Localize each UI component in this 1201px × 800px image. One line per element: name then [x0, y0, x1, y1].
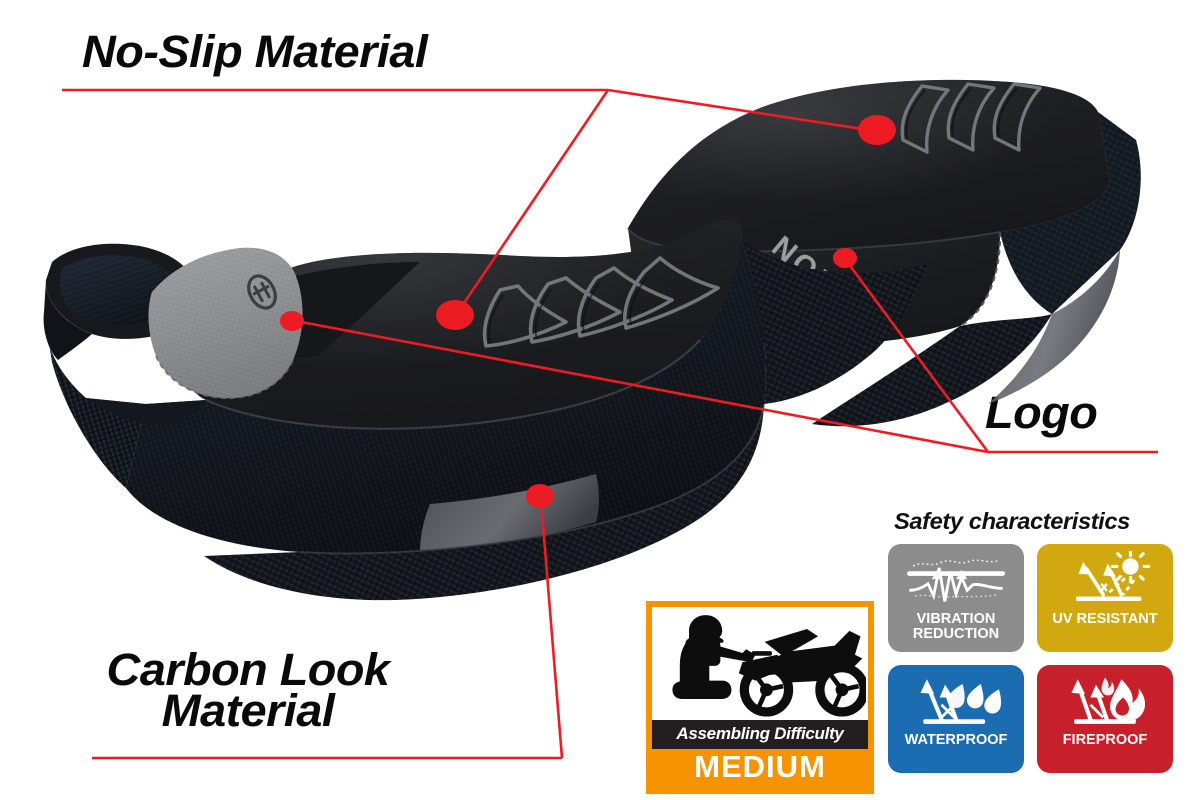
- carbon-label-line-2: Material: [161, 685, 335, 736]
- water-droplets-deflect-icon: [888, 671, 1024, 733]
- badge-vibration-line2: REDUCTION: [912, 625, 1000, 642]
- rear-gray-accent: [988, 250, 1120, 404]
- front-brand-emblem: [247, 274, 277, 310]
- badge-vibration-reduction: VIBRATION REDUCTION: [888, 544, 1024, 652]
- rear-seat-ribs-shadow: [905, 87, 1018, 140]
- badge-vibration-line1: VIBRATION: [916, 611, 996, 627]
- badge-fireproof-line1: FIREPROOF: [1062, 732, 1148, 748]
- mechanic-with-motorcycle-icon: [672, 614, 866, 717]
- rear-seat-side-carbon: [1000, 112, 1141, 314]
- difficulty-level: MEDIUM: [652, 749, 868, 788]
- assembling-difficulty-badge: Assembling Difficulty MEDIUM: [646, 601, 874, 794]
- badge-fireproof: FIREPROOF: [1037, 665, 1173, 773]
- difficulty-illustration: [652, 607, 868, 721]
- callout-label-no-slip: No-Slip Material: [82, 26, 428, 77]
- callout-label-carbon: Carbon Look Material: [107, 647, 390, 733]
- sun-rays-deflect-icon: [1037, 550, 1173, 612]
- badge-waterproof: WATERPROOF: [888, 665, 1024, 773]
- badge-fireproof-label: FIREPROOF: [1059, 733, 1152, 752]
- vibration-waveform-icon: [888, 550, 1024, 612]
- badge-uv-label: UV RESISTANT: [1048, 612, 1161, 631]
- safety-panel-title: Safety characteristics: [894, 508, 1130, 534]
- flame-deflect-icon: [1037, 671, 1173, 733]
- front-gray-panel-stitch: [155, 355, 295, 400]
- badge-uv-resistant: UV RESISTANT: [1037, 544, 1173, 652]
- badge-waterproof-label: WATERPROOF: [901, 733, 1012, 752]
- rear-seat-ribs: [900, 82, 1042, 154]
- badge-uv-line1: UV RESISTANT: [1052, 611, 1158, 627]
- safety-characteristics-panel: Safety characteristics: [888, 508, 1184, 773]
- seat-nose-texture: [60, 255, 179, 326]
- rear-seat-side-tint: [1000, 112, 1141, 314]
- seat-nose-tip: [43, 280, 92, 360]
- difficulty-caption: Assembling Difficulty: [652, 720, 868, 750]
- badge-vibration-label: VIBRATION REDUCTION: [909, 612, 1003, 646]
- seat-front-blend: [86, 398, 206, 425]
- rider-lower-carbon-texture: [126, 240, 766, 554]
- safety-badge-grid: VIBRATION REDUCTION: [888, 544, 1184, 773]
- lower-carbon-panel: [204, 404, 764, 601]
- carbon-label-line-1: Carbon Look: [106, 644, 390, 695]
- badge-waterproof-line1: WATERPROOF: [904, 732, 1008, 748]
